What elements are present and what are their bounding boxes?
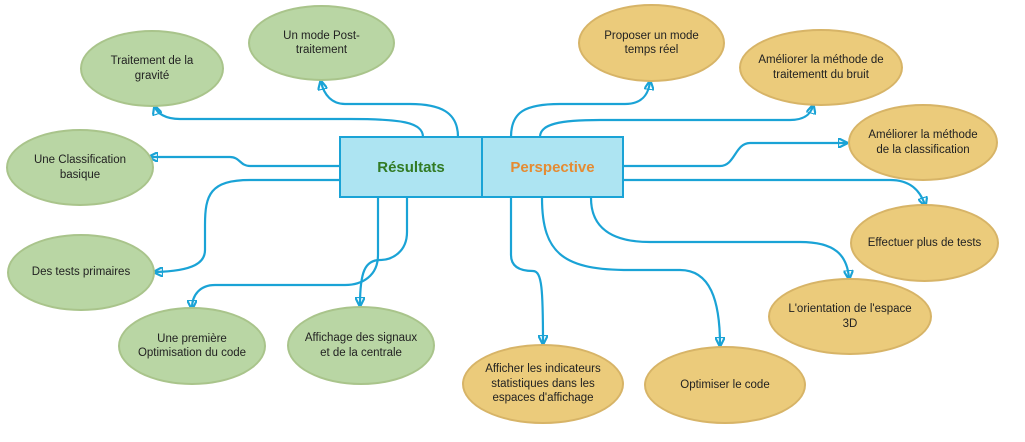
central-node-perspective: Perspective: [481, 136, 624, 198]
connector-amelioration-classification: [624, 143, 846, 168]
node-temps-reel: Proposer un mode temps réel: [578, 4, 725, 82]
connector-tests-primaires: [155, 178, 339, 272]
connector-optimiser: [540, 197, 720, 345]
node-mode-post-traitement: Un mode Post-traitement: [248, 5, 395, 81]
connector-bruit: [538, 106, 813, 138]
connector-temps-reel: [509, 82, 650, 138]
connector-gravite: [155, 107, 425, 138]
connector-espace-3d: [589, 197, 849, 278]
connector-indicateurs: [509, 198, 543, 343]
connector-optimisation: [192, 198, 380, 308]
node-affichage-signaux: Affichage des signaux et de la centrale: [287, 306, 435, 385]
connector-affichage: [360, 198, 409, 305]
node-classification-basique: Une Classification basique: [6, 129, 154, 206]
connector-post-traitement: [321, 82, 460, 138]
node-indicateurs-statistiques: Afficher les indicateurs statistiques da…: [462, 344, 624, 424]
central-node-resultats: Résultats: [339, 136, 483, 198]
node-orientation-espace-3d: L'orientation de l'espace 3D: [768, 278, 932, 355]
node-plus-de-tests: Effectuer plus de tests: [850, 204, 999, 282]
connector-classification: [150, 157, 339, 168]
connector-plus-de-tests: [624, 178, 925, 205]
node-amelioration-classification: Améliorer la méthode de la classificatio…: [848, 104, 998, 181]
node-tests-primaires: Des tests primaires: [7, 234, 155, 311]
node-premiere-optimisation: Une première Optimisation du code: [118, 307, 266, 385]
node-optimiser-code: Optimiser le code: [644, 346, 806, 424]
node-traitement-bruit: Améliorer la méthode de traitementt du b…: [739, 29, 903, 106]
node-traitement-gravite: Traitement de la gravité: [80, 30, 224, 107]
